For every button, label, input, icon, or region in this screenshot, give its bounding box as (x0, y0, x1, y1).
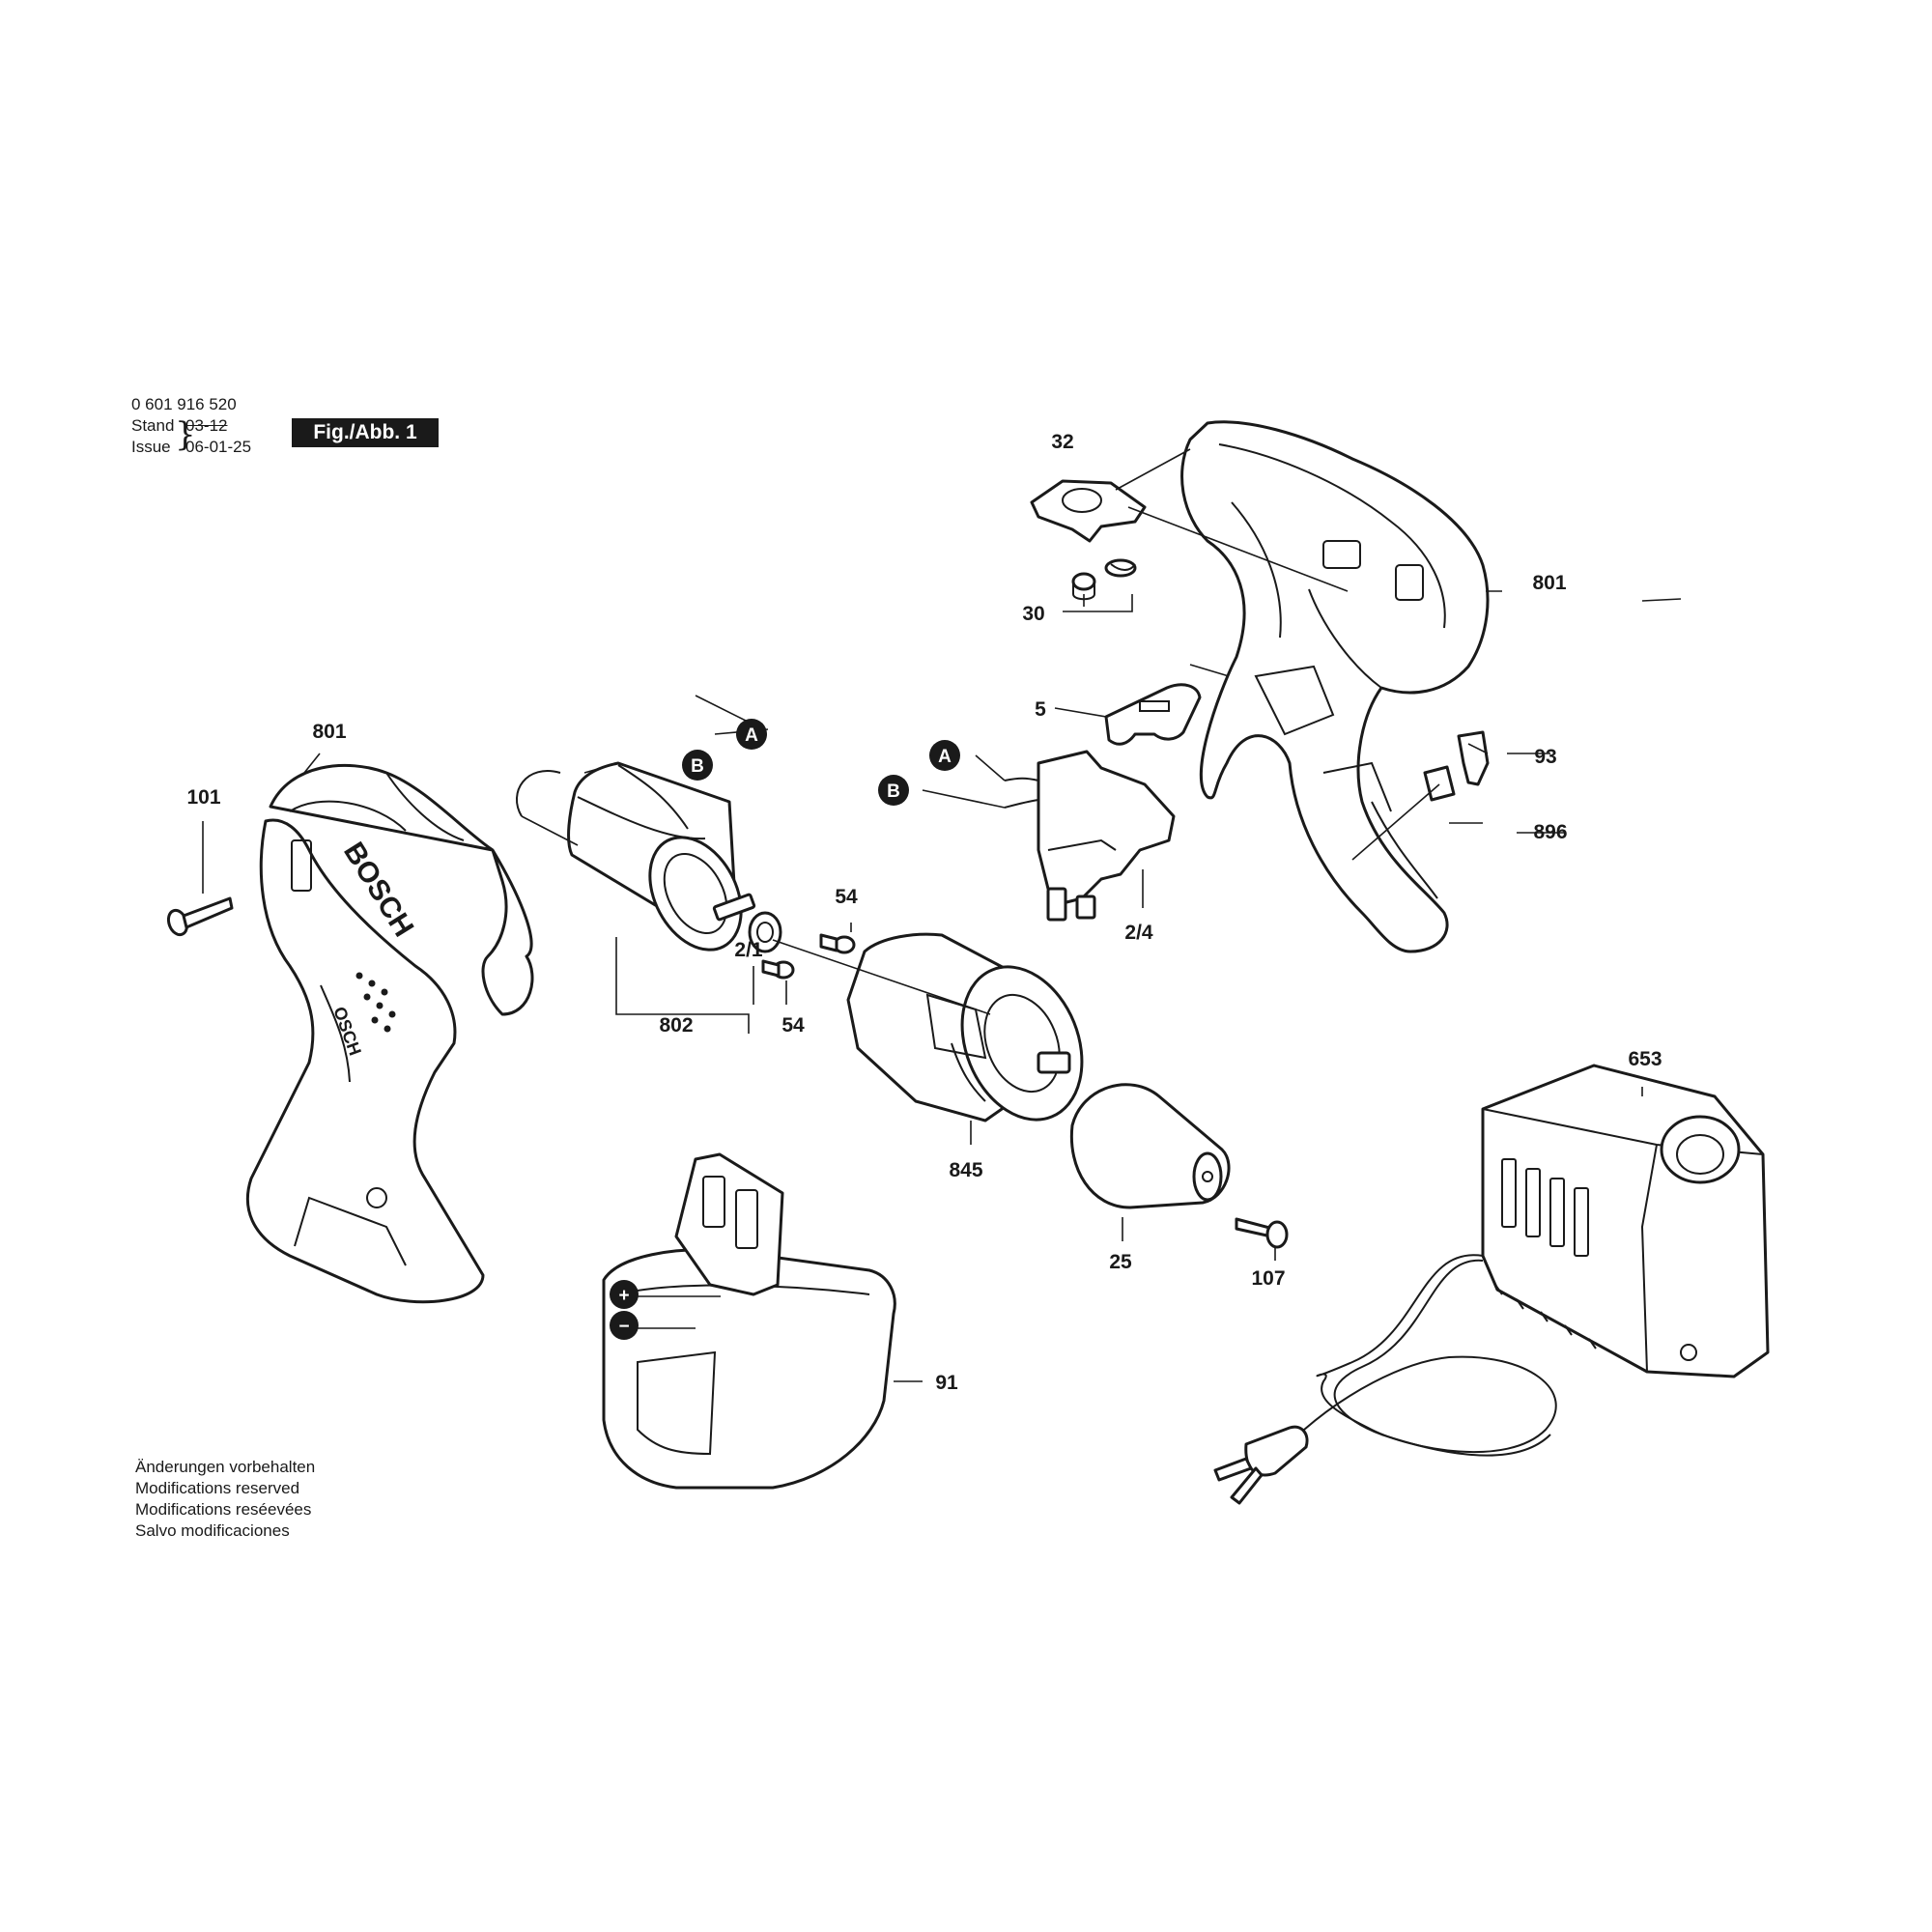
stand-date: 03-12 (185, 416, 228, 435)
svg-text:B: B (691, 756, 704, 777)
power-plug (1213, 1425, 1309, 1505)
marker-b-motor: B (682, 750, 713, 781)
callout-32: 32 (1051, 431, 1073, 453)
part-896-bit-holder (1423, 765, 1456, 802)
callout-54-top: 54 (835, 886, 858, 908)
svg-text:+: + (618, 1286, 629, 1306)
marker-minus-battery: − (610, 1311, 639, 1340)
left-housing-half: BOSCH OSCH (245, 763, 534, 1304)
notice-de: Änderungen vorbehalten (135, 1458, 316, 1476)
part-54-screw-top (819, 933, 856, 954)
callout-2-1: 2/1 (734, 939, 763, 961)
callout-801-right: 801 (1532, 572, 1566, 594)
callout-801-left: 801 (312, 721, 346, 743)
callout-2-4: 2/4 (1124, 922, 1153, 944)
leader-lines (202, 448, 1682, 1382)
part-653-charger (1481, 1064, 1770, 1378)
part-101-screw (166, 896, 234, 937)
callout-5: 5 (1035, 698, 1046, 721)
figure-label: Fig./Abb. 1 (292, 418, 439, 447)
part-845-gearbox (846, 932, 1084, 1122)
notice-en: Modifications reserved (135, 1479, 300, 1497)
svg-text:−: − (618, 1317, 629, 1337)
part-number: 0 601 916 520 (131, 395, 237, 413)
callout-91: 91 (935, 1372, 958, 1394)
callout-896: 896 (1533, 821, 1567, 843)
part-54-screw-bottom (761, 959, 795, 980)
issue-date: 06-01-25 (185, 438, 252, 456)
stand-label: Stand (131, 416, 175, 435)
callouts: 32 30 801 5 93 896 2/4 801 101 54 2/1 54… (186, 431, 1662, 1394)
callout-802: 802 (659, 1014, 693, 1037)
part-25-chuck (1069, 1083, 1231, 1209)
marker-plus-battery: + (610, 1280, 639, 1309)
svg-text:A: A (938, 747, 952, 767)
part-2-4-switch (1004, 750, 1176, 922)
marker-a-motor: A (736, 719, 767, 750)
part-2-1-pinion (748, 911, 782, 953)
svg-text:A: A (745, 725, 758, 746)
power-cord (1245, 1254, 1557, 1460)
callout-93: 93 (1534, 746, 1556, 768)
part-802-motor (516, 761, 756, 952)
modifications-notice: Änderungen vorbehalten Modifications res… (135, 1457, 315, 1542)
callout-30: 30 (1022, 603, 1044, 625)
callout-653: 653 (1628, 1048, 1662, 1070)
part-5-switch-slider (1104, 683, 1202, 746)
callout-845: 845 (949, 1159, 982, 1181)
svg-text:B: B (887, 781, 900, 802)
vent-dots (355, 972, 396, 1033)
part-107-screw (1235, 1217, 1289, 1249)
callout-107: 107 (1251, 1267, 1285, 1290)
callout-101: 101 (186, 786, 220, 809)
issue-label: Issue (131, 438, 171, 456)
right-housing-half (1180, 420, 1490, 953)
part-32-cover (1030, 479, 1147, 543)
marker-a-switch: A (929, 740, 960, 771)
marker-b-switch: B (878, 775, 909, 806)
part-30-clips (1071, 558, 1137, 601)
part-91-battery (602, 1152, 896, 1490)
part-93-screwdriver-bit (1457, 730, 1490, 786)
callout-25: 25 (1109, 1251, 1132, 1273)
notice-es: Salvo modificaciones (135, 1521, 290, 1540)
callout-54-bottom: 54 (781, 1014, 805, 1037)
brace-glyph: } (175, 415, 196, 454)
notice-fr: Modifications reséevées (135, 1500, 312, 1519)
